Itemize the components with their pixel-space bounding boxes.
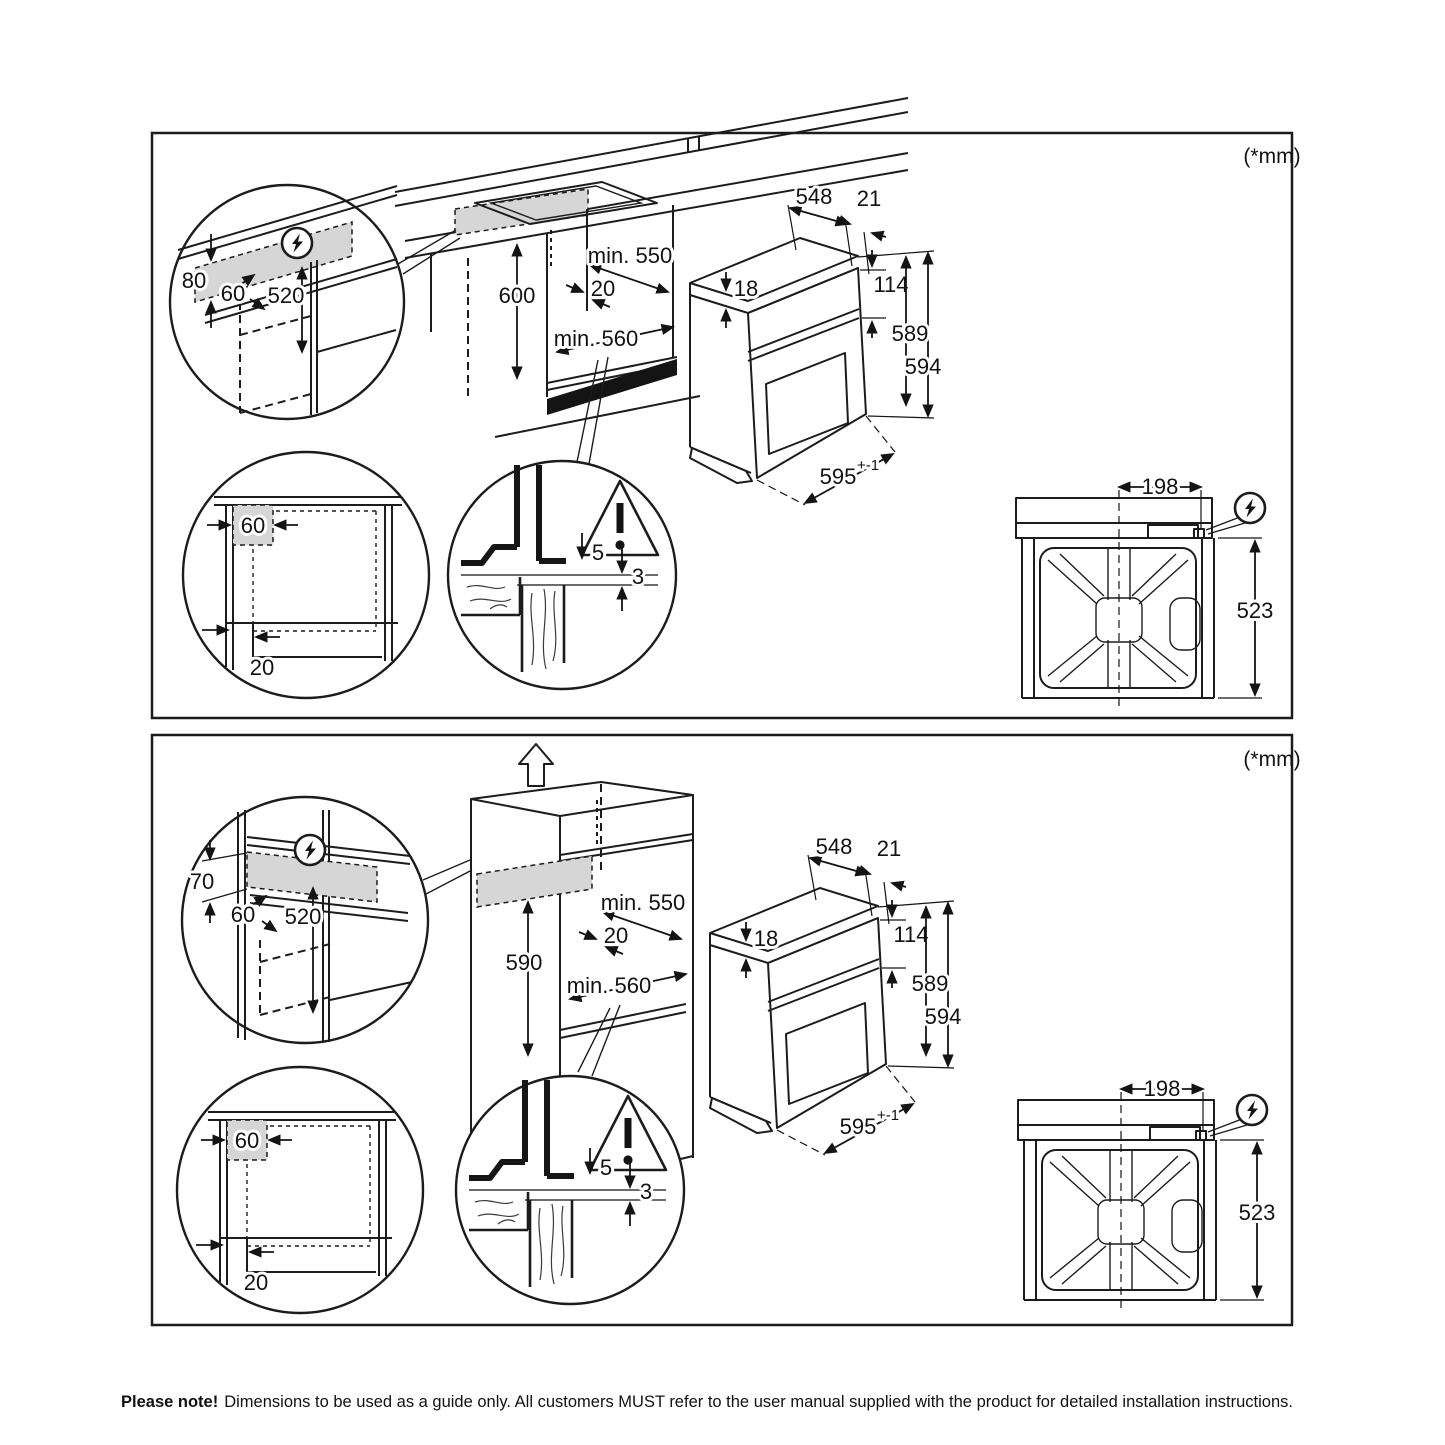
callout-to-warning-detail <box>577 1004 621 1077</box>
units-label: (*mm) <box>1243 145 1300 168</box>
callout-to-warning-detail <box>576 356 609 465</box>
base-cabinet-cavity: 600 min. 550 20 min. 560 <box>430 205 701 465</box>
oven-back-plan-top <box>1016 474 1273 708</box>
dim-cavity-width: min. 560 <box>554 326 638 351</box>
bottom-installation-panel: (*mm) 590 min. 550 20 min. 560 <box>150 733 1301 1327</box>
footer-note-lead: Please note! <box>121 1393 218 1411</box>
dim-vent-depth: 60 <box>231 902 255 927</box>
dim-cavity-height: 590 <box>506 950 543 975</box>
column-vent-area <box>476 855 593 908</box>
worktop-run <box>394 97 909 275</box>
hob-vent-area <box>454 188 589 236</box>
corner-detail-top <box>183 452 429 698</box>
dim-cavity-width: min. 560 <box>567 973 651 998</box>
dim-vent-drop: 520 <box>268 283 305 308</box>
dim-rear-gap: 20 <box>604 923 628 948</box>
corner-detail-bottom <box>177 1067 423 1313</box>
oven-isometric-bottom <box>710 834 961 1155</box>
plinth-strip <box>547 359 677 415</box>
dim-vent-depth: 60 <box>221 281 245 306</box>
dim-rear-gap: 20 <box>591 276 615 301</box>
oven-isometric-top <box>690 184 941 505</box>
dim-cavity-depth: min. 550 <box>588 243 672 268</box>
dim-cavity-depth: min. 550 <box>601 890 685 915</box>
warning-detail-bottom <box>456 1076 684 1304</box>
footer-note: Please note! Dimensions to be used as a g… <box>121 1393 1293 1411</box>
tall-column-cavity: 590 min. 550 20 min. 560 <box>470 781 694 1191</box>
callout-to-vent-detail <box>422 859 473 895</box>
warning-detail-top <box>448 461 676 689</box>
top-installation-panel: (*mm) 600 min. 550 <box>150 97 1301 720</box>
column-vent-detail-circle: 70 60 520 <box>180 795 430 1045</box>
dim-vent-drop: 520 <box>285 904 322 929</box>
dim-cavity-height: 600 <box>499 283 536 308</box>
up-arrow-icon <box>518 743 554 787</box>
hob-cutout <box>474 181 658 225</box>
footer-note-text: Dimensions to be used as a guide only. A… <box>224 1393 1293 1411</box>
dim-vent-height: 70 <box>190 869 214 894</box>
units-label: (*mm) <box>1243 748 1300 771</box>
oven-back-plan-bottom <box>1018 1076 1275 1310</box>
worktop-vent-detail-circle: 80 60 520 <box>168 183 406 421</box>
dim-vent-height: 80 <box>182 268 206 293</box>
